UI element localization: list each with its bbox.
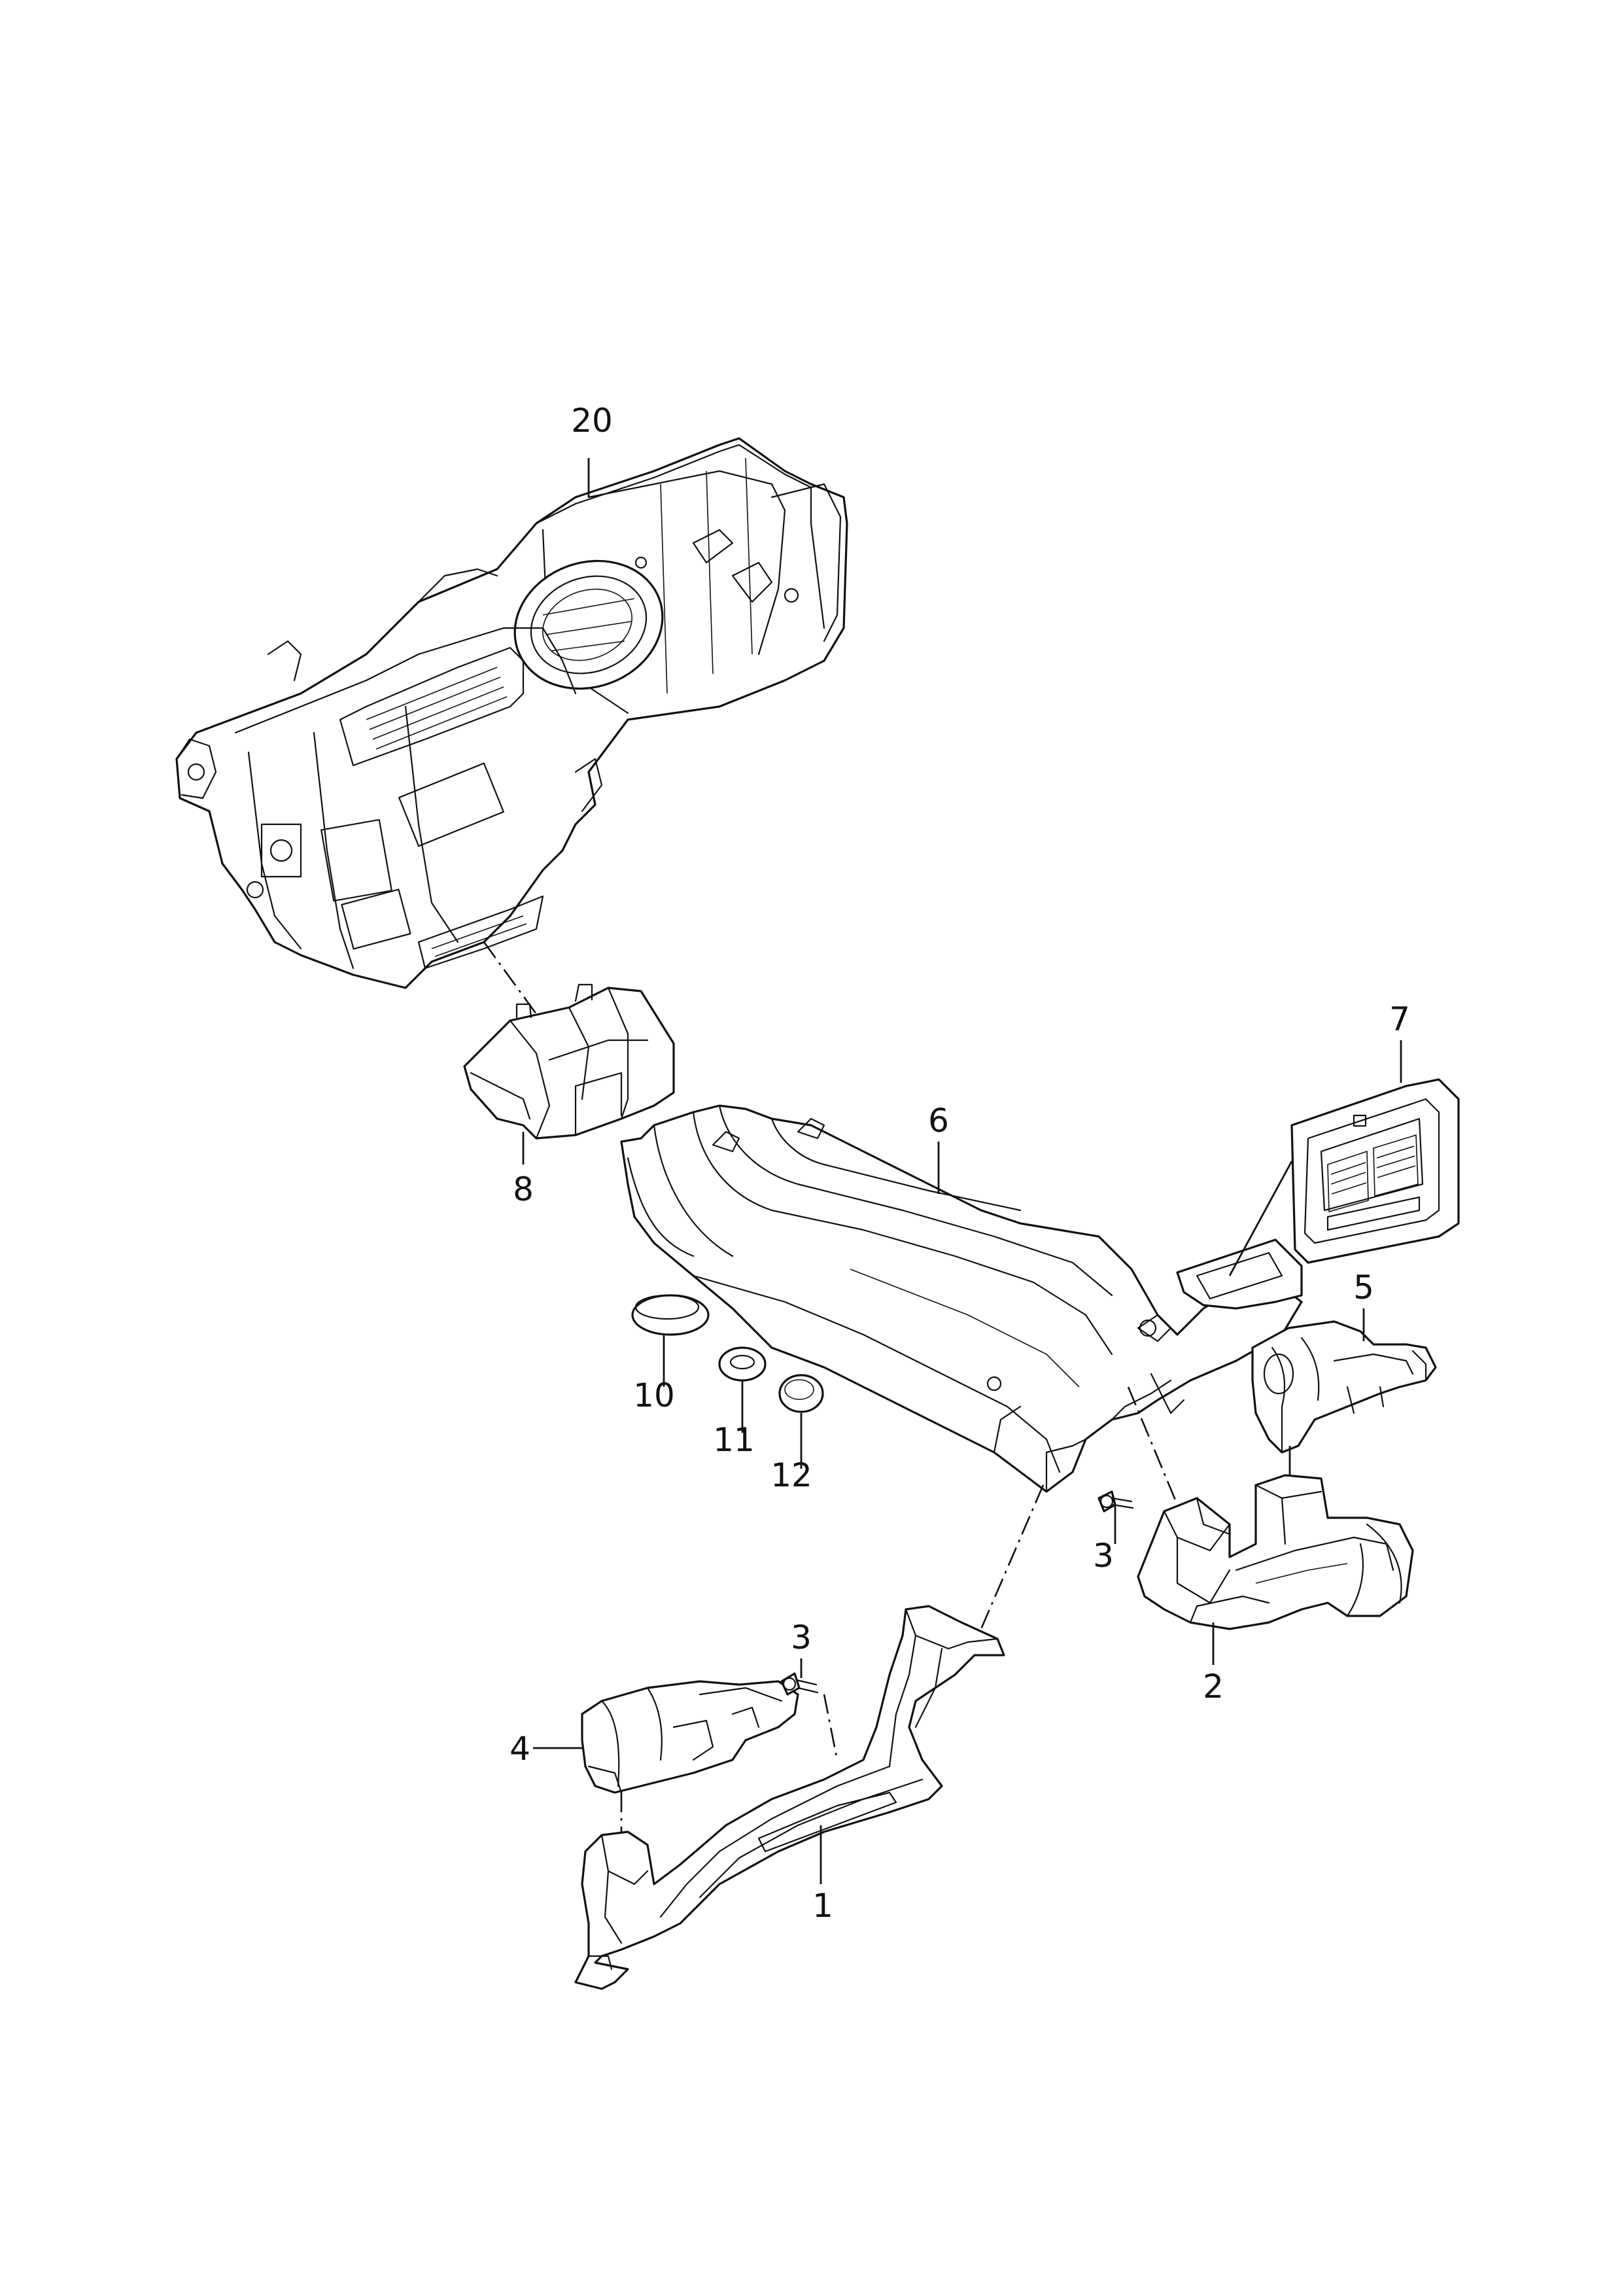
callout-3-right: 3 [1093,1537,1114,1575]
part-12-round-plug [778,1374,824,1413]
callout-6: 6 [928,1102,949,1140]
callout-4: 4 [510,1730,530,1768]
callout-11: 11 [713,1421,755,1459]
connector-7-to-6 [1228,1161,1293,1276]
part-3-screw-left [780,1672,819,1696]
callout-20: 20 [571,402,613,440]
callout-10: 10 [633,1376,675,1414]
connector-6-to-2 [1127,1386,1179,1505]
callout-1: 1 [812,1887,833,1925]
part-20-hvac-housing [175,437,848,989]
callout-3-left: 3 [791,1619,812,1656]
part-10-oval-plug [631,1294,710,1336]
part-1-left-floor-duct [574,1605,1005,1990]
callout-2: 2 [1203,1668,1224,1706]
part-4-left-upper-duct [581,1680,799,1794]
callout-5: 5 [1353,1269,1374,1306]
part-11-grommet [718,1346,767,1382]
part-5-rear-upper-duct [1251,1320,1437,1454]
callout-8: 8 [513,1170,534,1208]
callout-7: 7 [1389,1000,1410,1038]
part-7-rear-vent [1290,1078,1460,1264]
part-8-duct-adapter [463,983,675,1140]
connector-6-to-1 [980,1484,1045,1630]
part-2-rear-lower-duct [1137,1474,1414,1630]
callout-12: 12 [770,1456,812,1494]
connector-20-to-8 [483,941,538,1015]
connector-3-to-1 [823,1694,838,1761]
